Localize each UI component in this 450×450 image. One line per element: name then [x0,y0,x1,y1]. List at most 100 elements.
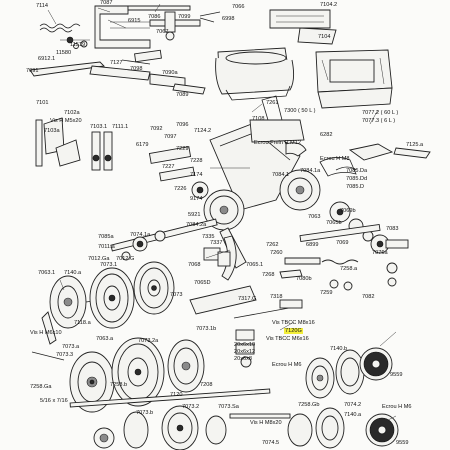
label-ecrou-m6-b: Ecrou H M6 [382,404,412,410]
label-7073: 7073 [170,292,183,298]
label-7098: 7098 [130,66,143,72]
left-shaft-assembly [110,218,231,267]
label-7074-5: 7074.5 [262,440,280,446]
label-6915: 6915 [128,18,141,24]
flat-plate-mid [189,285,257,315]
center-right-disc [279,157,357,211]
label-7084-2a: 7084.2a [186,222,207,228]
label-7085-D: 7085.D [346,184,365,190]
label-7073-Sa: 7073.Sa [218,404,239,410]
label-7102a: 7102a [64,110,80,116]
label-7227: 7227 [162,164,175,170]
label-7011a: 7011.a [98,244,115,250]
label-7268: 7268 [262,272,275,278]
label-9174: 9174 [190,196,203,202]
label-7140a: 7140.a [64,270,82,276]
label-7258-Ga: 7258.Ga [30,384,52,390]
wheel-very-bottom-center [161,405,227,450]
label-7258-Gb: 7258.Gb [298,402,320,408]
label-7260: 7260 [270,250,283,256]
gear-set-center [233,299,303,368]
label-vis-m6x10: Vis H M6x10 [30,330,62,336]
label-7074-1a: 7074.1a [130,232,151,238]
right-shaft [299,223,409,287]
label-7084-1: 7084.1 [272,172,290,178]
label-7318: 7318 [270,294,283,300]
label-7096: 7096 [176,122,189,128]
label-7174: 7174 [190,172,203,178]
wheel-very-bottom-right [287,407,345,449]
label-7228: 7228 [190,158,203,164]
label-7337: 7337 [210,240,223,246]
label-7073-2: 7073.2 [182,404,200,410]
label-7120: 7120 [170,392,183,398]
wheel-mid [133,261,175,315]
scraper-blades [29,61,206,95]
wheel-bottom-center [167,339,205,393]
label-7118a: 7118.a [74,320,91,326]
spring-chain [39,23,90,49]
label-7259: 7259 [320,290,333,296]
label-7208: 7208 [200,382,213,388]
label-7082: 7082 [362,294,375,300]
chain-links [279,257,359,291]
label-7087: 7087 [100,0,113,6]
wheel-bottom-left [69,351,115,413]
spoked-wheel-upper [359,347,393,381]
label-7101: 7101 [36,100,49,106]
label-washer-20x6x12: 20x6x12 [234,349,256,355]
label-7229: 7229 [176,146,189,152]
label-11519: 11519 [70,42,86,48]
label-7125a: 7125.a [406,142,424,148]
label-7317G: 7317.G [238,296,257,302]
label-7077-2: 7077.2 ( 60 L ) [362,110,399,116]
label-6179: 6179 [136,142,149,148]
left-small-parts [35,117,113,171]
label-7226: 7226 [174,186,187,192]
label-7103-1: 7103.1 [90,124,108,130]
label-vis-m8x20: Vis H M8x20 [250,420,282,426]
label-ecrou-m8: Ecrou H M8 [320,156,350,162]
label-6899: 6899 [306,242,319,248]
label-7080b: 7080b [296,276,312,282]
label-7065b: 7065b [326,220,342,226]
label-7077-3: 7077.3 ( 6 L ) [362,118,396,124]
label-vis-tbcc-m8x16: Vis TBCC M8x16 [272,320,315,326]
label-7124-2: 7124.2 [194,128,212,134]
hopper-right [315,49,393,109]
label-7140b: 7140.b [330,346,348,352]
label-7099: 7099 [178,14,191,20]
label-vis-m5x20: Vis H M5x20 [50,118,82,124]
label-7069b: 7069b [340,208,356,214]
label-7120G-highlighted: 7120G [284,328,303,334]
label-7067: 7067 [156,29,169,35]
label-7063-1: 7063.1 [38,270,56,276]
label-7335: 7335 [202,234,215,240]
label-7073-1b: 7073.1b [196,326,217,332]
label-7103a: 7103a [44,128,60,134]
label-7073-3: 7073.3 [56,352,74,358]
top-plate [269,9,337,45]
label-7127: 7127 [110,60,123,66]
label-7300: 7300 ( 50 L ) [284,108,316,114]
central-frame [148,95,307,281]
label-9559: 9559 [390,372,403,378]
label-7073b: 7073.b [136,410,154,416]
label-ecrou-m6-a: Ecrou H M6 [272,362,302,368]
label-6912-1: 6912.1 [38,56,56,62]
label-5-16x7-16: 5/16 x 7/16 [40,398,68,404]
label-7065-1: 7065.1 [246,262,264,268]
label-7065D: 7065D [194,280,211,286]
label-7083: 7083 [386,226,399,232]
label-vis-tbcc-m6x16: Vis TBCC M6x16 [266,336,309,342]
wheel-very-bottom-left [93,411,149,449]
label-7089: 7089 [176,92,189,98]
label-7069: 7069 [336,240,349,246]
label-5921: 5921 [188,212,201,218]
label-7104-2: 7104.2 [320,2,338,8]
label-7091: 7091 [26,68,39,74]
label-7140a-b: 7140.a [344,412,362,418]
label-7086: 7086 [148,14,161,20]
